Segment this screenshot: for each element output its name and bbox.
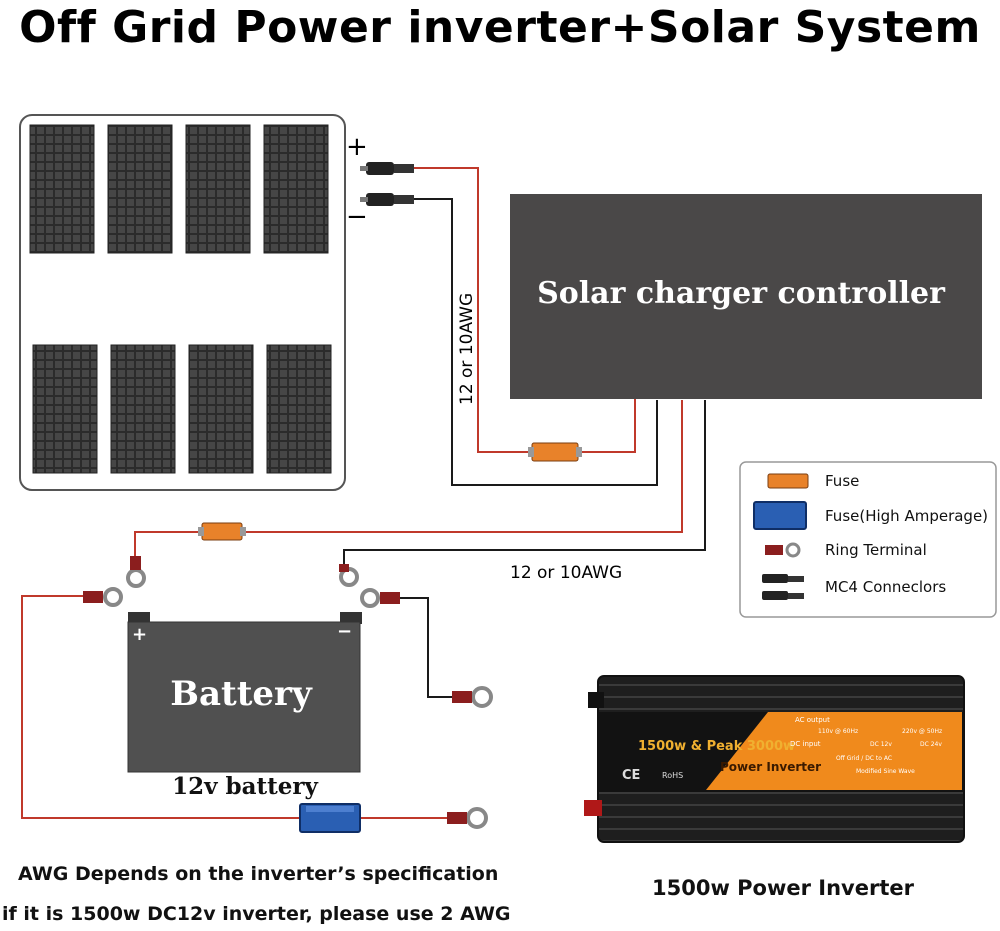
ring-terminal-icon [83,587,123,607]
solar-panel [266,344,332,474]
fuse-icon [198,522,246,541]
solar-panel [29,124,95,254]
high-amperage-fuse-icon [753,501,807,530]
inverter-negative-wire [400,597,455,698]
ring-terminal-icon [339,564,359,587]
ring-terminal-icon [447,807,488,829]
controller-label: Solar charger controller [537,276,946,311]
battery-plus-sign: + [132,624,147,645]
solar-charger-controller [510,194,982,399]
solar-panel [188,344,254,474]
inverter-positive-wire [21,595,300,819]
inverter-caption: 1500w Power Inverter [652,876,914,900]
power-inverter: 1500w & Peak 3000w Power Inverter AC out… [584,675,965,843]
rohs-mark: RoHS [662,771,683,780]
solar-panel [263,124,329,254]
panel-plus-sign: + [346,132,368,162]
inverter-option-text: 110v @ 60Hz [818,728,858,735]
awg-note-line-2: if it is 1500w DC12v inverter, please us… [2,903,511,925]
panel-minus-sign: − [346,202,368,232]
mc4-connector-icon [762,574,804,600]
legend-high-amperage-fuse-label: Fuse(High Amperage) [825,507,988,525]
battery-positive-wire-2 [134,531,200,560]
legend-fuse-label: Fuse [825,472,859,490]
ring-terminal-icon [765,542,801,558]
battery-negative-wire [343,400,706,565]
ring-terminal-icon [452,686,493,708]
inverter-name-text: Power Inverter [720,760,821,774]
ring-terminal-icon [360,588,400,608]
legend-ring-terminal-label: Ring Terminal [825,541,927,559]
fuse-icon [767,473,809,489]
panel-negative-wire [414,198,658,486]
inverter-option-text: Modified Sine Wave [856,768,915,775]
solar-panel [110,344,176,474]
solar-panel [185,124,251,254]
fuse-icon [528,442,582,462]
inverter-option-text: DC 24v [920,741,942,748]
inverter-ac-output-text: AC output [795,716,830,724]
battery-label: Battery [170,674,313,714]
inverter-option-text: Off Grid / DC to AC [836,755,892,762]
high-amperage-fuse-icon [299,803,361,833]
panel-positive-wire [414,167,530,453]
inverter-option-text: 220v @ 50Hz [902,728,942,735]
awg-note-line-1: AWG Depends on the inverter’s specificat… [18,863,499,885]
mc4-connector-icon [360,162,414,206]
legend: Fuse Fuse(High Amperage) Ring Terminal M… [739,461,997,618]
battery-caption: 12v battery [172,773,318,800]
horizontal-wire-gauge-label: 12 or 10AWG [510,563,622,583]
inverter-option-text: DC 12v [870,741,892,748]
solar-panel [32,344,98,474]
inverter-dc-input-text: DC input [790,740,821,748]
battery-positive-wire [240,400,683,533]
controller-panel-positive-wire [580,395,636,453]
wiring [21,167,706,819]
battery-minus-sign: − [337,621,352,642]
legend-mc4-connector-label: MC4 Conneclors [825,578,946,596]
ring-terminal-icon [126,556,146,588]
solar-panel-array [19,114,346,491]
battery: + − Battery [127,612,362,773]
ce-mark: CE [622,768,640,783]
vertical-wire-gauge-label: 12 or 10AWG [457,293,477,405]
solar-panel [107,124,173,254]
inverter-model-text: 1500w & Peak 3000w [638,739,795,754]
page-title: Off Grid Power inverter+Solar System [19,2,981,53]
